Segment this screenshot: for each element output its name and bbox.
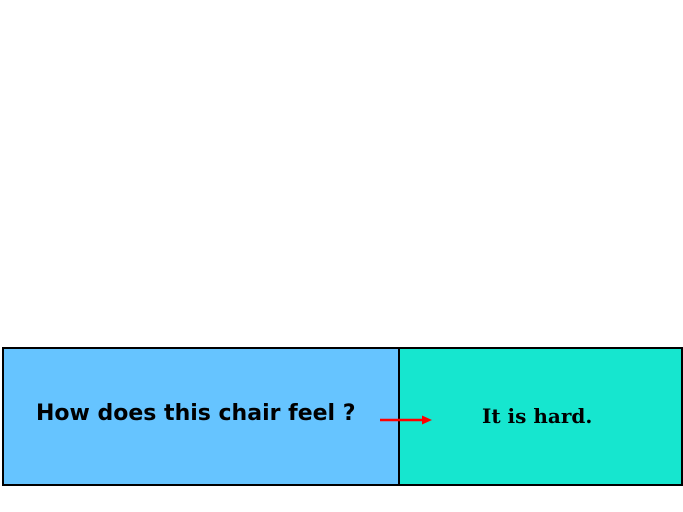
question-answer-strip: How does this chair feel ? It is hard. [2,347,683,486]
answer-box: It is hard. [400,347,683,486]
answer-text: It is hard. [482,404,593,428]
arrow-right-icon [380,415,432,425]
arrow-head [422,415,432,425]
question-text: How does this chair feel ? [36,401,356,426]
question-box: How does this chair feel ? [2,347,400,486]
